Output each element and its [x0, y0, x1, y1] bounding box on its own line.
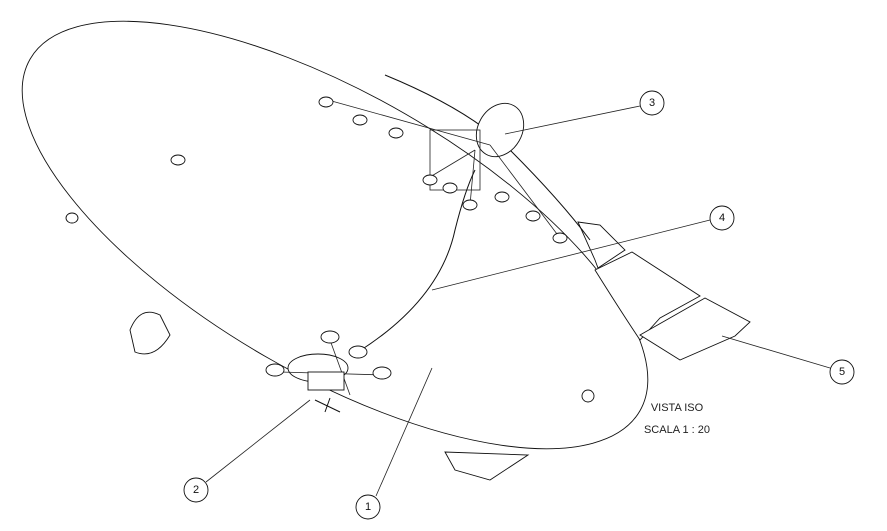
cable — [357, 169, 476, 353]
balloon-2: 2 — [183, 477, 209, 503]
leader-lines — [205, 105, 831, 497]
rotor-assembly — [265, 330, 392, 413]
view-scale: SCALA 1 : 20 — [643, 424, 711, 436]
balloon-3: 3 — [639, 90, 665, 116]
rear-fin — [594, 251, 701, 341]
lower-fin — [444, 451, 530, 481]
rear-fin-upper — [577, 221, 626, 269]
envelope — [21, 20, 649, 450]
balloon-number: 4 — [719, 212, 725, 224]
balloon-1: 1 — [355, 494, 381, 520]
balloon-number: 2 — [193, 484, 199, 496]
small-rotors — [65, 96, 595, 403]
balloon-5: 5 — [829, 359, 855, 385]
side-fin — [129, 311, 171, 355]
view-title: VISTA ISO — [650, 402, 704, 414]
balloon-4: 4 — [709, 205, 735, 231]
fin-5 — [639, 297, 751, 361]
balloon-number: 1 — [365, 501, 371, 513]
balloon-number: 5 — [839, 366, 845, 378]
balloon-number: 3 — [649, 97, 655, 109]
propeller-disk — [475, 102, 525, 158]
